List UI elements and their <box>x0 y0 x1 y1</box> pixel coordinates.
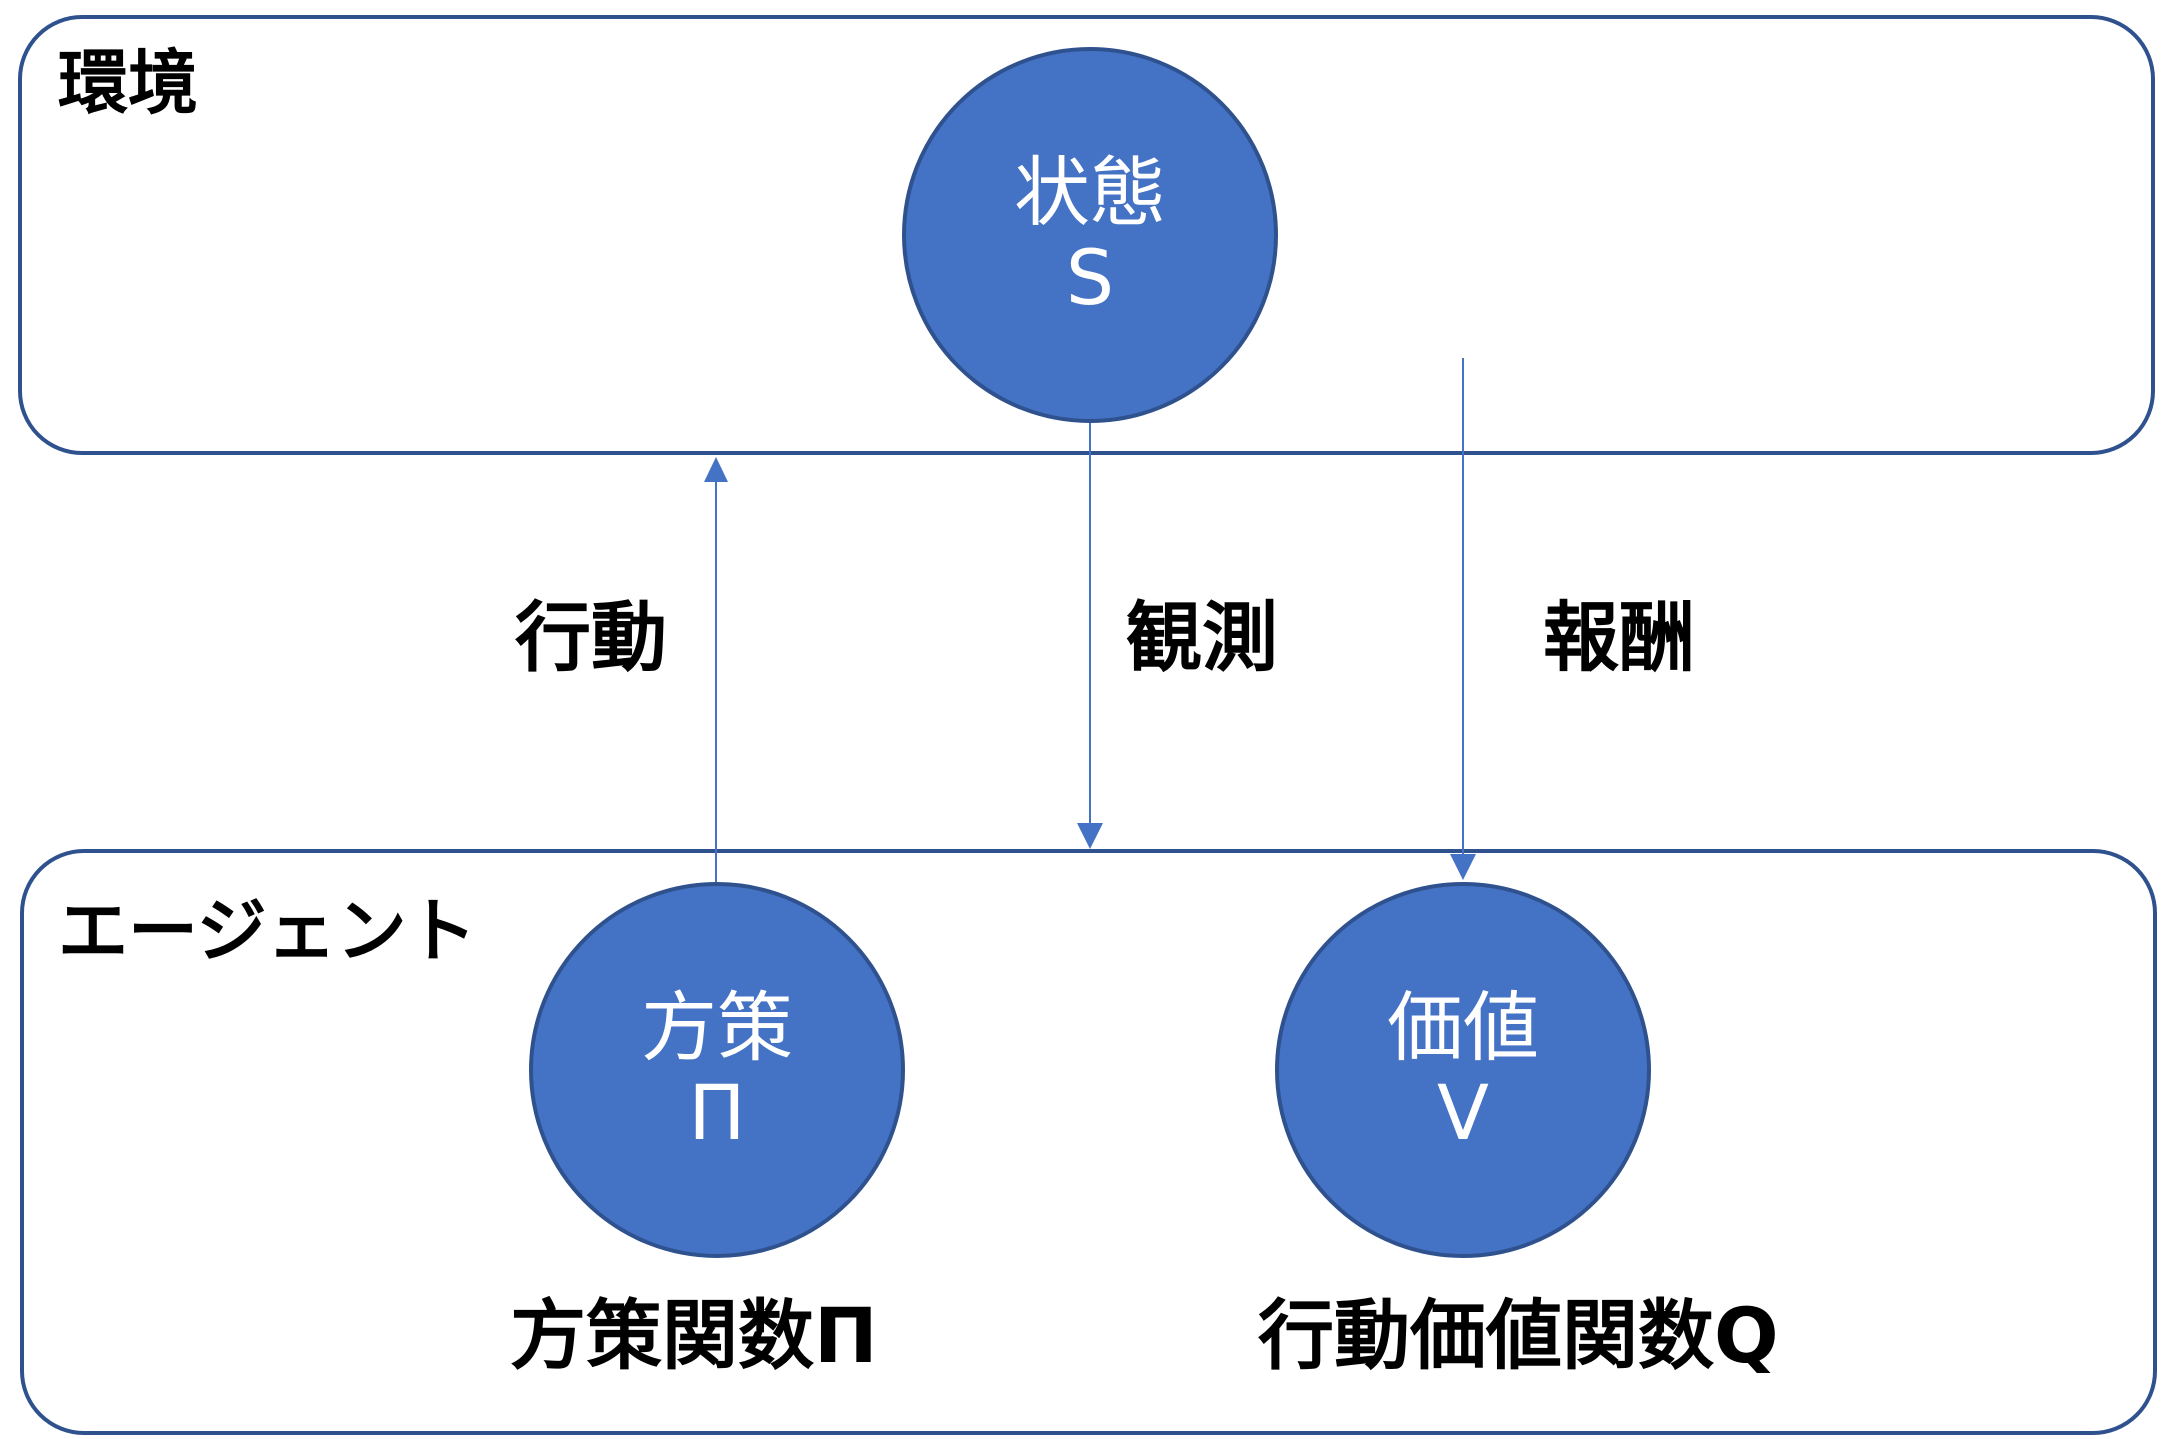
agent-title: エージェント <box>58 890 477 972</box>
agent-box <box>20 849 2157 1435</box>
policy-symbol: Π <box>688 1068 746 1157</box>
environment-title: 環境 <box>58 42 198 124</box>
state-symbol: S <box>1065 233 1115 322</box>
action-arrow-head <box>704 457 728 482</box>
observation-arrow-head <box>1077 823 1103 849</box>
value-symbol: V <box>1437 1068 1489 1157</box>
policy-label: 方策 <box>641 982 793 1072</box>
observation-label: 観測 <box>1126 593 1278 682</box>
reward-label: 報酬 <box>1543 593 1695 682</box>
action-label: 行動 <box>515 593 667 682</box>
policy-node: 方策 Π <box>529 882 905 1258</box>
value-node: 価値 V <box>1275 882 1651 1258</box>
value-label: 価値 <box>1387 982 1539 1072</box>
policy-function-caption: 方策関数Π <box>510 1291 878 1380</box>
action-value-function-caption: 行動価値関数Q <box>1258 1291 1779 1380</box>
state-label: 状態 <box>1014 147 1166 237</box>
state-node: 状態 S <box>902 47 1278 423</box>
